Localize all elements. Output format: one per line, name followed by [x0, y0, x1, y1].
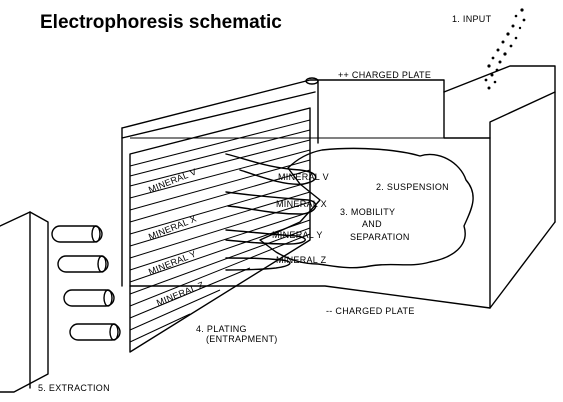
- plate-label-z: MINERAL Z: [155, 280, 206, 308]
- plate-label-v: MINERAL V: [147, 167, 198, 195]
- suspension-cloud: [259, 147, 474, 269]
- label-positive-plate: ++ CHARGED PLATE: [338, 70, 431, 80]
- diagram-title: Electrophoresis schematic: [40, 12, 282, 33]
- stream-label-x: MINERAL X: [276, 199, 327, 209]
- label-input: 1. INPUT: [452, 14, 492, 24]
- tank: [121, 65, 556, 309]
- separation-streams: [225, 153, 317, 271]
- label-suspension: 2. SUSPENSION: [376, 182, 449, 192]
- label-negative-plate: -- CHARGED PLATE: [326, 306, 415, 316]
- label-plating: 4. PLATING: [196, 324, 247, 334]
- stream-label-v: MINERAL V: [278, 172, 329, 182]
- stream-label-y: MINERAL Y: [272, 230, 323, 240]
- stream-label-z: MINERAL Z: [276, 255, 327, 265]
- extraction-device: [0, 211, 121, 393]
- label-entrapment: (ENTRAPMENT): [206, 334, 278, 344]
- plate-label-y: MINERAL Y: [147, 249, 198, 277]
- label-extraction: 5. EXTRACTION: [38, 383, 110, 393]
- label-and: AND: [362, 219, 382, 229]
- label-separation: SEPARATION: [350, 232, 410, 242]
- label-mobility: 3. MOBILITY: [340, 207, 395, 217]
